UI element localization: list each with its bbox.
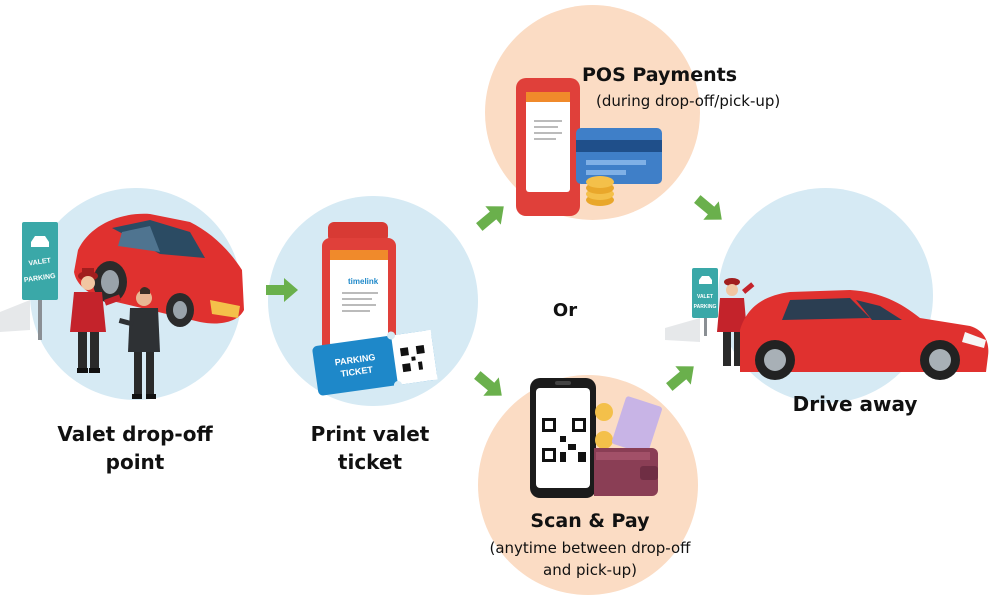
print-label: Print valet ticket [270, 420, 470, 476]
valet-sign-text: VALET [697, 294, 713, 300]
credit-card-icon [576, 128, 662, 184]
print-label-line2: ticket [337, 450, 403, 474]
coins-icon [586, 176, 614, 206]
valet-sign-icon: VALET PARKING [22, 222, 58, 340]
pos-terminal-icon: timelink [322, 222, 396, 366]
dropoff-label-line1: Valet drop-off [57, 422, 213, 446]
scan-subtitle-2: and pick-up) [543, 561, 637, 579]
scan-subtitle-1: (anytime between drop-off [489, 539, 691, 557]
or-label: Or [552, 300, 578, 321]
pos-terminal-icon [516, 78, 580, 216]
arrow-icon [476, 206, 504, 231]
valet-sign-icon: VALET PARKING [692, 268, 718, 336]
ticket-text-2: TICKET [340, 364, 374, 378]
scan-title: Scan & Pay [530, 510, 650, 532]
valet-sign-text: VALET [28, 257, 52, 267]
valet-attendant-icon [70, 268, 122, 373]
road-wedge [0, 300, 30, 332]
arrow-icon [474, 371, 502, 396]
wallet-icon [594, 396, 662, 496]
drive-label: Drive away [792, 392, 918, 416]
coins-icon [595, 403, 613, 449]
qr-code-icon [542, 418, 586, 462]
parking-sign-text: PARKING [694, 304, 717, 310]
customer-icon [118, 287, 160, 399]
pos-title: POS Payments [582, 64, 738, 86]
arrow-icon [666, 366, 694, 391]
valet-attendant-icon [717, 278, 755, 366]
arrow-icon [694, 195, 722, 220]
device-brand-text: timelink [348, 277, 379, 286]
qr-code-icon [399, 345, 428, 373]
dropoff-label: Valet drop-off point [20, 420, 250, 476]
parking-sign-text: PARKING [24, 273, 57, 284]
dropoff-label-line2: point [105, 450, 165, 474]
pos-subtitle: (during drop-off/pick-up) [596, 92, 781, 110]
road-wedge-right [665, 318, 700, 342]
print-label-line1: Print valet [310, 422, 430, 446]
car-icon [740, 290, 989, 380]
arrow-icon [266, 278, 298, 302]
parking-ticket-icon: PARKING TICKET [312, 329, 438, 396]
